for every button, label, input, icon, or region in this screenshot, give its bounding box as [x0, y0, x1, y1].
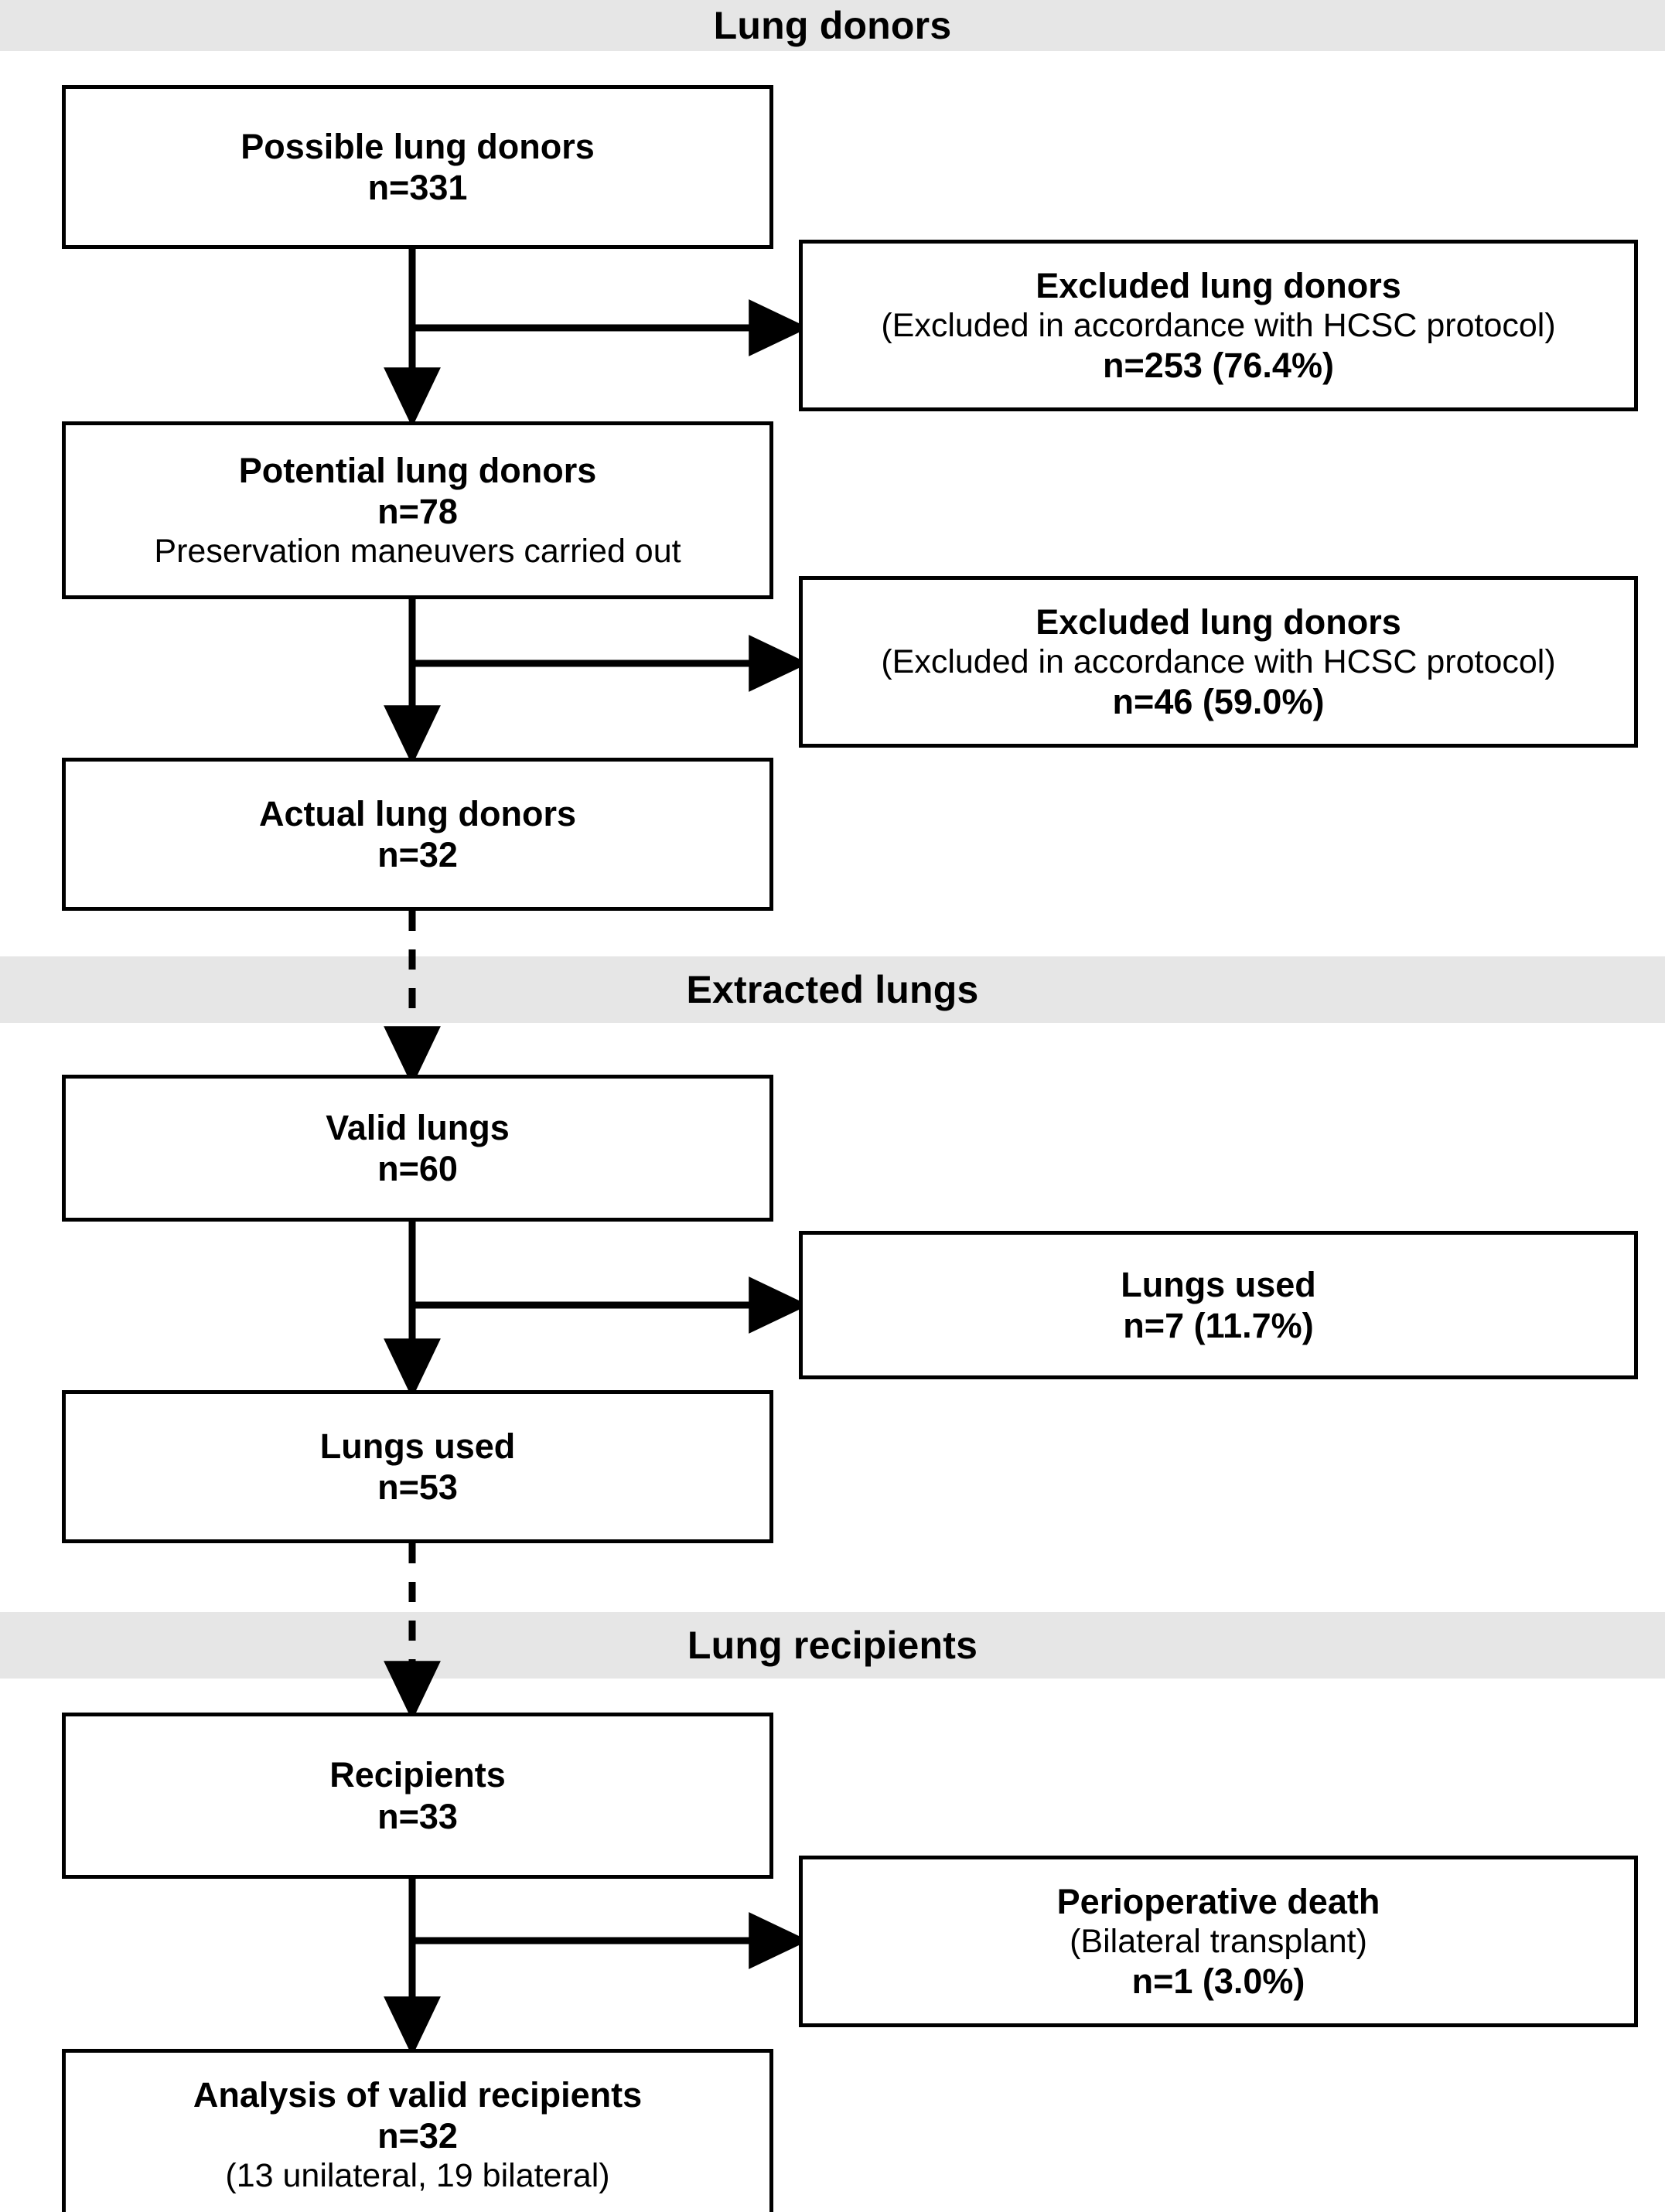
- node-note: (Excluded in accordance with HCSC protoc…: [881, 642, 1556, 680]
- node-count: n=32: [377, 2115, 458, 2156]
- section-band-lung-donors: Lung donors: [0, 0, 1665, 51]
- node-note: (Bilateral transplant): [1070, 1922, 1367, 1960]
- section-band-label: Extracted lungs: [686, 968, 979, 1011]
- node-count: n=78: [377, 491, 458, 531]
- node-count: n=32: [377, 835, 458, 874]
- node-title: Recipients: [329, 1755, 506, 1795]
- node-title: Excluded lung donors: [1036, 602, 1401, 642]
- node-count: n=60: [377, 1149, 458, 1188]
- node-lungs-used[interactable]: Lungs used n=53: [62, 1390, 773, 1543]
- node-title: Actual lung donors: [259, 793, 576, 833]
- node-perioperative-death[interactable]: Perioperative death (Bilateral transplan…: [799, 1856, 1638, 2027]
- node-count: n=331: [367, 168, 468, 207]
- section-band-extracted-lungs: Extracted lungs: [0, 956, 1665, 1023]
- node-note: (Excluded in accordance with HCSC protoc…: [881, 306, 1556, 344]
- node-title: Excluded lung donors: [1036, 265, 1401, 305]
- node-title: Potential lung donors: [238, 450, 597, 490]
- node-title: Analysis of valid recipients: [193, 2074, 643, 2115]
- node-title: Lungs used: [319, 1426, 516, 1466]
- node-count: n=53: [377, 1467, 458, 1507]
- node-count: n=253 (76.4%): [1103, 346, 1334, 386]
- node-actual-lung-donors[interactable]: Actual lung donors n=32: [62, 758, 773, 911]
- node-count: n=46 (59.0%): [1112, 682, 1325, 722]
- node-title: Perioperative death: [1056, 1881, 1380, 1921]
- section-band-label: Lung recipients: [687, 1624, 978, 1667]
- node-analysis-of-valid-recipients[interactable]: Analysis of valid recipients n=32 (13 un…: [62, 2049, 773, 2212]
- node-possible-lung-donors[interactable]: Possible lung donors n=331: [62, 85, 773, 249]
- node-title: Lungs used: [1121, 1264, 1316, 1304]
- node-count: n=7 (11.7%): [1123, 1306, 1314, 1345]
- section-band-lung-recipients: Lung recipients: [0, 1612, 1665, 1679]
- node-lungs-used-excluded[interactable]: Lungs used n=7 (11.7%): [799, 1231, 1638, 1379]
- node-note: (13 unilateral, 19 bilateral): [225, 2156, 610, 2194]
- node-count: n=1 (3.0%): [1131, 1961, 1305, 2002]
- node-valid-lungs[interactable]: Valid lungs n=60: [62, 1075, 773, 1222]
- node-count: n=33: [377, 1796, 458, 1836]
- node-note: Preservation maneuvers carried out: [154, 532, 681, 570]
- node-potential-lung-donors[interactable]: Potential lung donors n=78 Preservation …: [62, 421, 773, 599]
- node-excluded-lung-donors-1[interactable]: Excluded lung donors (Excluded in accord…: [799, 240, 1638, 411]
- node-title: Valid lungs: [326, 1107, 510, 1147]
- section-band-label: Lung donors: [713, 4, 952, 47]
- node-recipients[interactable]: Recipients n=33: [62, 1713, 773, 1879]
- node-excluded-lung-donors-2[interactable]: Excluded lung donors (Excluded in accord…: [799, 576, 1638, 748]
- node-title: Possible lung donors: [241, 126, 595, 166]
